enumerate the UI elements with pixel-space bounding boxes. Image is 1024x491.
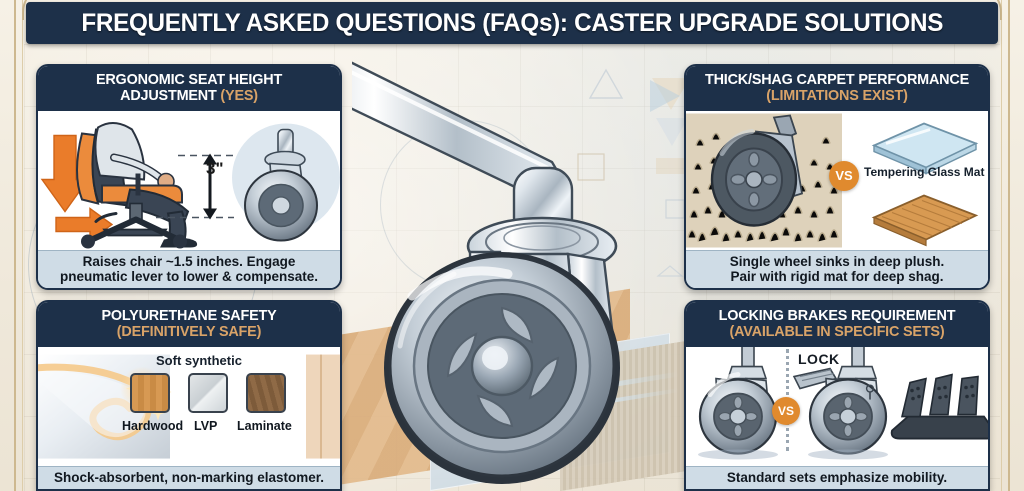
faq-panel-ergonomic-seat-height[interactable]: ERGONOMIC SEAT HEIGHT ADJUSTMENT (YES) (36, 64, 342, 290)
frame-border-left (14, 0, 16, 491)
panel-caption: Single wheel sinks in deep plush. Pair w… (686, 249, 988, 288)
panel-title-highlight: (LIMITATIONS EXIST) (766, 86, 908, 104)
frame-corner-top-left (22, 0, 56, 20)
material-label: Soft synthetic (156, 352, 242, 368)
caption-line1: Standard sets emphasize mobility. (726, 469, 948, 485)
panel-caption: Shock-absorbent, non-marking elastomer. (38, 465, 340, 489)
panel-figure: Soft synthetic Hardwood LVP Laminate (38, 346, 340, 466)
panel-title-line1: POLYURETHANE SAFETY (101, 307, 277, 324)
hero-caster-illustration (352, 61, 620, 484)
caption-line2: Pair with rigid mat for deep shag. (730, 268, 944, 284)
frame-corner-top-right (968, 0, 1002, 20)
frame-border-right-inner (1001, 0, 1002, 491)
panel-title-highlight: (DEFINITIVELY SAFE) (116, 322, 262, 340)
panel-caption: Raises chair ~1.5 inches. Engage pneumat… (38, 249, 340, 288)
page-title: FREQUENTLY ASKED QUESTIONS (FAQs): CASTE… (81, 8, 943, 37)
vs-badge: VS (829, 160, 859, 191)
panel-header: THICK/SHAG CARPET PERFORMANCE (LIMITATIO… (686, 66, 988, 111)
caption-line1: Shock-absorbent, non-marking elastomer. (53, 469, 325, 485)
tempering-glass-mat-label: Tempering Glass Mat (864, 164, 985, 179)
panel-header: ERGONOMIC SEAT HEIGHT ADJUSTMENT (YES) (38, 66, 340, 111)
caption-line1: Raises chair ~1.5 inches. Engage (82, 253, 296, 269)
swatch-lvp (188, 372, 228, 413)
vs-badge: VS (772, 396, 800, 425)
frame-border-right (1008, 0, 1010, 491)
chair-height-diagram (38, 113, 340, 249)
carpet-vs-mat-diagram (686, 113, 988, 248)
panel-caption: Standard sets emphasize mobility. (686, 465, 988, 489)
frame-border-left-inner (22, 0, 23, 491)
height-measurement-label: 3" (206, 158, 224, 178)
swatch-laminate (246, 372, 286, 413)
panel-header: POLYURETHANE SAFETY (DEFINITIVELY SAFE) (38, 302, 340, 347)
swatch-label-laminate: Laminate (237, 418, 292, 433)
swatch-label-hardwood: Hardwood (122, 418, 184, 433)
lock-label: LOCK (798, 350, 840, 367)
panel-title-line2: ADJUSTMENT (YES) (120, 86, 258, 104)
page-title-bar: FREQUENTLY ASKED QUESTIONS (FAQs): CASTE… (26, 2, 998, 44)
panel-figure: 3" (38, 110, 340, 250)
faq-panel-polyurethane-safety[interactable]: POLYURETHANE SAFETY (DEFINITIVELY SAFE) (36, 300, 342, 491)
panel-title-highlight: (AVAILABLE IN SPECIFIC SETS) (729, 322, 945, 340)
panel-title-line1: LOCKING BRAKES REQUIREMENT (718, 307, 956, 324)
caption-line2: pneumatic lever to lower & compensate. (59, 268, 319, 284)
panel-title-line1: THICK/SHAG CARPET PERFORMANCE (704, 71, 970, 88)
panel-title-highlight: (YES) (220, 86, 258, 104)
panel-title-line1: ERGONOMIC SEAT HEIGHT (95, 71, 283, 88)
swatch-label-lvp: LVP (194, 418, 218, 433)
swatch-hardwood (130, 372, 170, 413)
panel-figure: VS Tempering Glass Mat (686, 110, 988, 250)
caption-line1: Single wheel sinks in deep plush. (729, 253, 945, 269)
faq-panel-locking-brakes[interactable]: LOCKING BRAKES REQUIREMENT (AVAILABLE IN… (684, 300, 990, 491)
locking-vs-standard-caster-diagram (686, 346, 988, 460)
panel-header: LOCKING BRAKES REQUIREMENT (AVAILABLE IN… (686, 302, 988, 347)
faq-panel-thick-shag-carpet[interactable]: THICK/SHAG CARPET PERFORMANCE (LIMITATIO… (684, 64, 990, 290)
panel-figure: VS LOCK (686, 346, 988, 466)
